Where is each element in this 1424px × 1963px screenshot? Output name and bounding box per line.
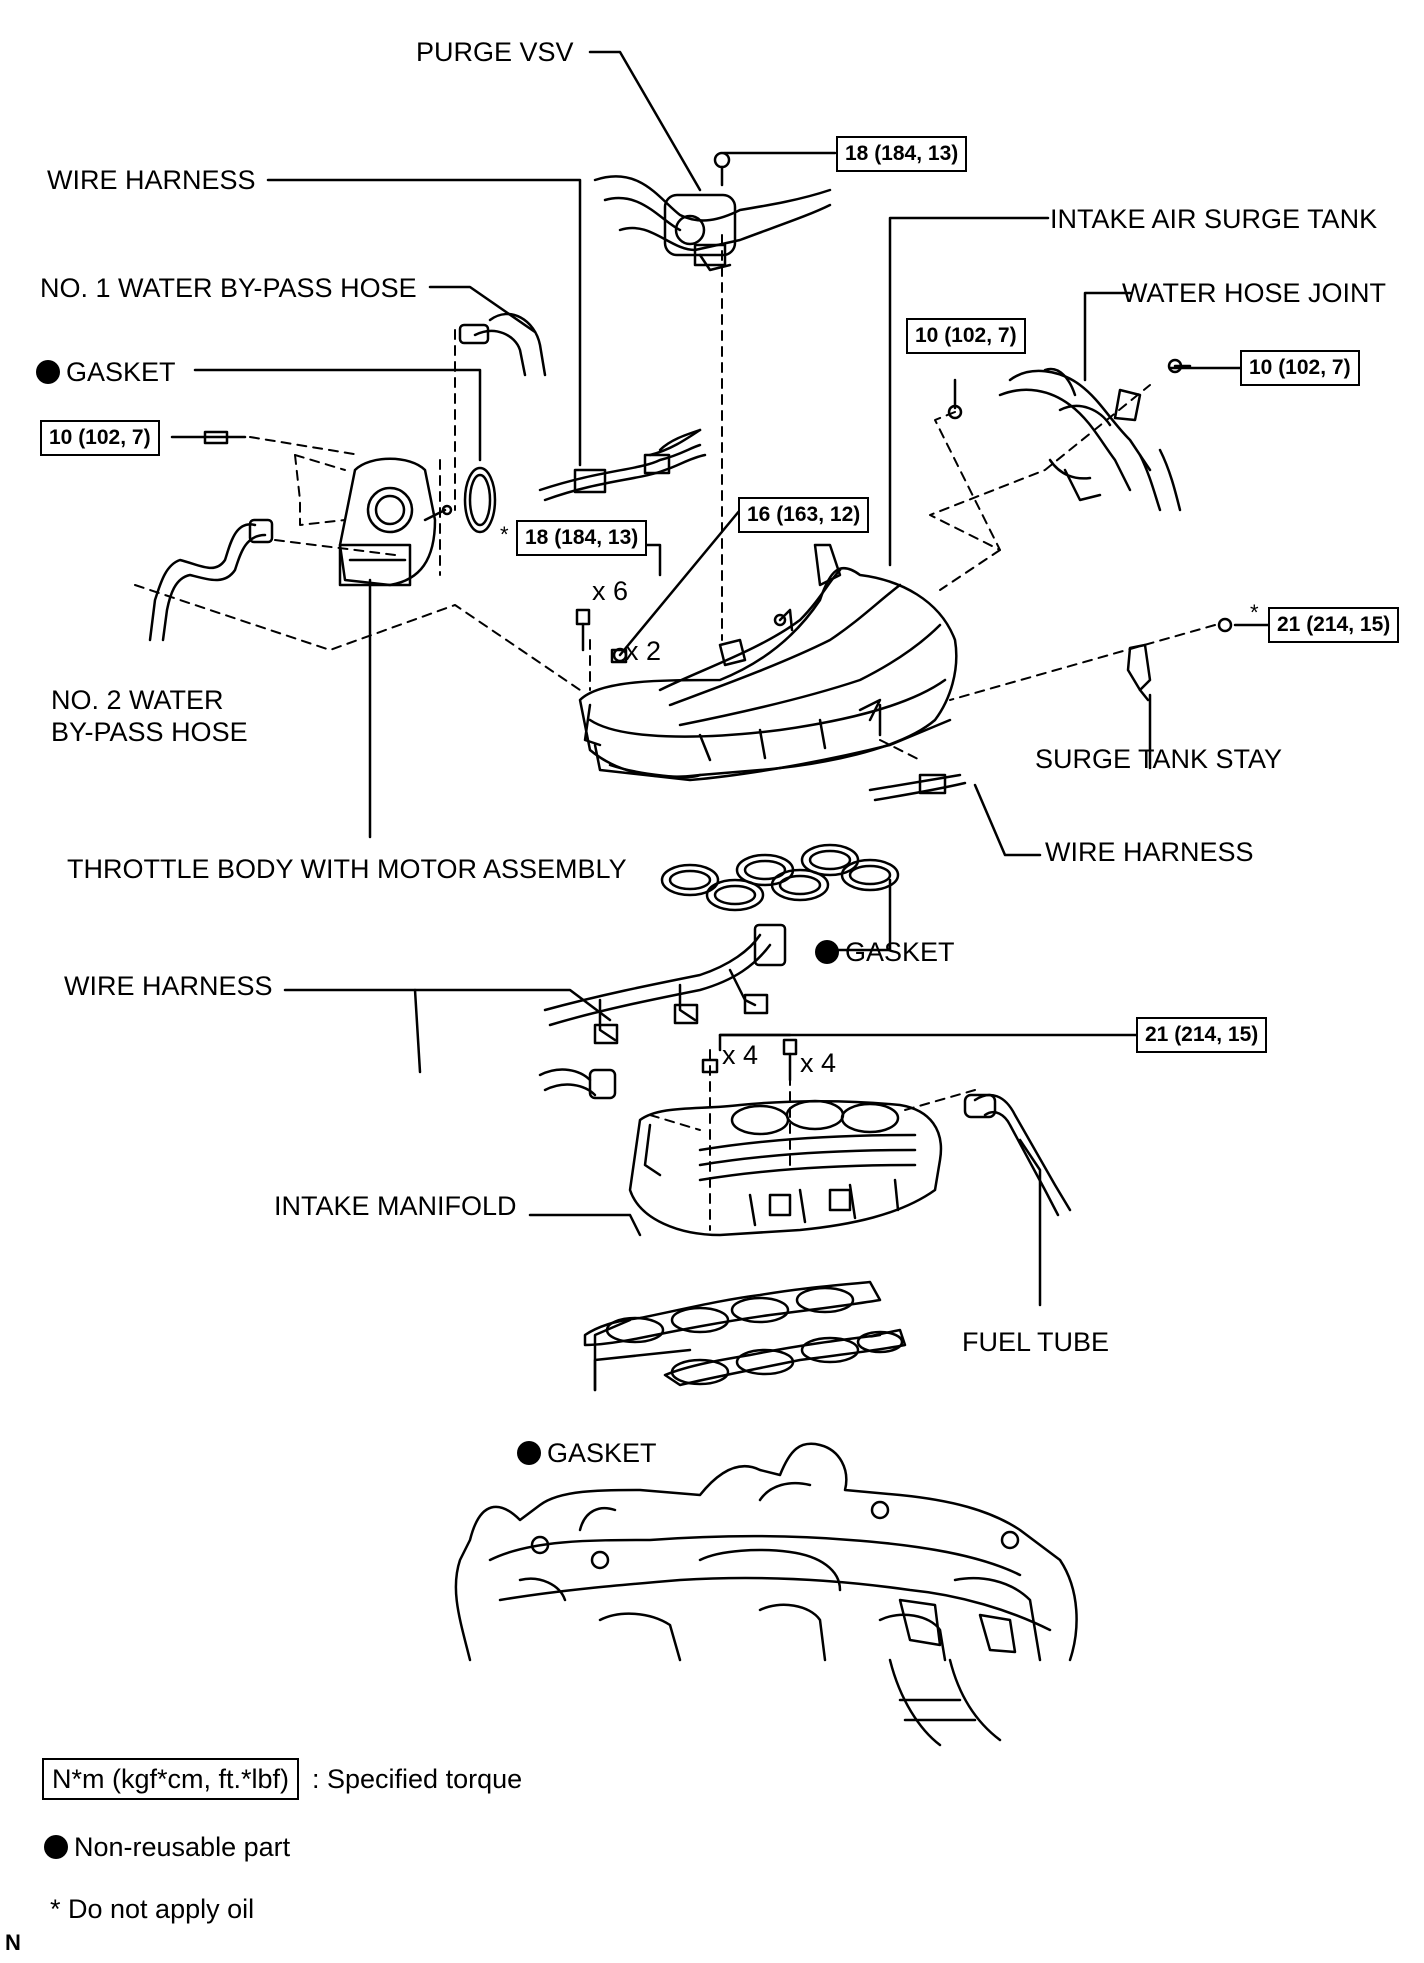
throttle-gasket-illustration xyxy=(463,466,497,534)
corner-mark: N xyxy=(5,1930,21,1955)
legend-no-oil: * Do not apply oil xyxy=(50,1894,255,1924)
torque-joint-bolt-left: 10 (102, 7) xyxy=(906,318,1026,354)
wire-harness-lower-right-illustration xyxy=(868,773,967,802)
label-wire-harness-left: WIRE HARNESS xyxy=(64,971,273,1001)
label-throttle-body: THROTTLE BODY WITH MOTOR ASSEMBLY xyxy=(67,854,627,884)
label-surge-tank-stay: SURGE TANK STAY xyxy=(1035,744,1283,774)
intake-manifold-illustration xyxy=(538,1038,943,1237)
label-gasket-throttle: GASKET xyxy=(36,356,176,388)
label-no1-water-bypass-hose: NO. 1 WATER BY-PASS HOSE xyxy=(40,273,417,303)
label-water-hose-joint: WATER HOSE JOINT xyxy=(1122,278,1387,308)
intake-air-surge-tank-illustration xyxy=(578,543,958,782)
multiplier-x4-bolt: x 4 xyxy=(800,1048,837,1078)
label-wire-harness-top: WIRE HARNESS xyxy=(47,165,256,195)
label-fuel-tube: FUEL TUBE xyxy=(962,1327,1110,1357)
torque-surge-bolt-x6: 18 (184, 13) xyxy=(516,520,648,556)
torque-manifold-fasteners: 21 (214, 15) xyxy=(1136,1017,1268,1053)
fuel-tube-illustration xyxy=(963,1093,1072,1217)
label-purge-vsv: PURGE VSV xyxy=(416,37,574,67)
multiplier-x6: x 6 xyxy=(592,576,629,606)
throttle-body-illustration xyxy=(203,430,453,587)
label-intake-manifold: INTAKE MANIFOLD xyxy=(274,1191,517,1221)
nonreusable-dot-icon xyxy=(36,360,60,384)
no-oil-asterisk: * xyxy=(1250,600,1259,625)
wire-harness-middle-illustration xyxy=(543,923,787,1045)
multiplier-x4-nut: x 4 xyxy=(722,1040,759,1070)
legend-torque-box: N*m (kgf*cm, ft.*lbf) xyxy=(42,1758,300,1800)
legend-torque-text: : Specified torque xyxy=(312,1764,523,1794)
torque-joint-bolt-right: 10 (102, 7) xyxy=(1240,350,1360,386)
water-hose-joint-illustration xyxy=(947,358,1183,512)
legend-nonreusable: Non-reusable part xyxy=(44,1828,290,1866)
torque-throttle-bolt: 10 (102, 7) xyxy=(40,420,160,456)
torque-stay-bolt: 21 (214, 15) xyxy=(1268,607,1400,643)
no1-water-bypass-hose-illustration xyxy=(458,312,547,377)
nonreusable-dot-icon xyxy=(517,1441,541,1465)
surge-tank-stay-illustration xyxy=(1126,643,1152,702)
leader-lines xyxy=(170,50,1272,1392)
torque-vsv-bolt: 18 (184, 13) xyxy=(836,136,968,172)
label-gasket-manifold: GASKET xyxy=(517,1437,657,1469)
label-no2-water-bypass-hose-line2: BY-PASS HOSE xyxy=(51,717,248,747)
torque-surge-nut-x2: 16 (163, 12) xyxy=(738,497,870,533)
no2-water-bypass-hose-illustration xyxy=(148,518,274,642)
label-intake-air-surge-tank: INTAKE AIR SURGE TANK xyxy=(1050,204,1378,234)
engine-block-illustration xyxy=(454,1442,1078,1747)
label-gasket-surge: GASKET xyxy=(815,936,955,968)
multiplier-x2: x 2 xyxy=(625,636,662,666)
surge-fasteners-illustration xyxy=(575,608,1233,664)
nonreusable-dot-icon xyxy=(44,1835,68,1859)
label-wire-harness-mid: WIRE HARNESS xyxy=(1045,837,1254,867)
alignment-lines xyxy=(134,234,1216,1231)
surge-gasket-illustration xyxy=(660,843,900,912)
label-no2-water-bypass-hose-line1: NO. 2 WATER xyxy=(51,685,224,715)
purge-vsv-illustration xyxy=(593,151,832,272)
wire-harness-upper-illustration xyxy=(538,428,707,502)
manifold-gasket-illustration xyxy=(583,1280,907,1387)
no-oil-asterisk: * xyxy=(500,522,509,547)
nonreusable-dot-icon xyxy=(815,940,839,964)
